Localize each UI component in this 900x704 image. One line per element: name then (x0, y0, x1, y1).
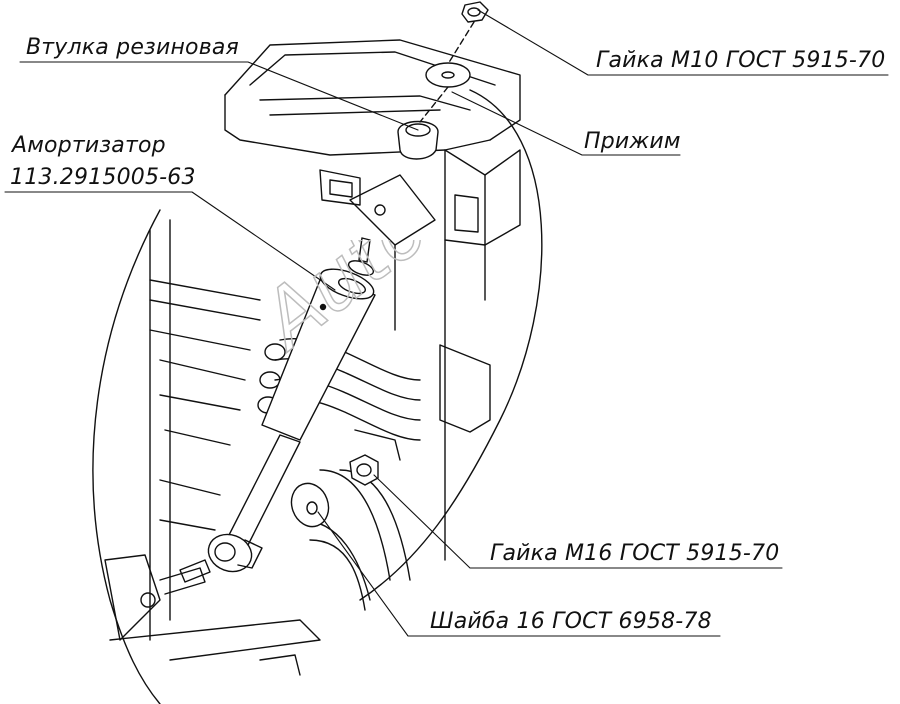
label-nut-m10: Гайка М10 ГОСТ 5915-70 (596, 48, 886, 73)
watermark-text: AutoSoft (250, 240, 569, 360)
leader-lines (4, 9, 889, 637)
clamp-shape (397, 120, 439, 160)
detail-boundary-left (92, 209, 161, 704)
detail-boundary-right (359, 89, 543, 601)
leader-bushing (19, 61, 419, 131)
label-clamp: Прижим (584, 129, 681, 154)
label-bushing: Втулка резиновая (26, 35, 239, 60)
label-shock-part-number: 113.2915005-63 (10, 165, 196, 190)
leader-clamp (451, 91, 681, 156)
top-hardware (397, 1, 489, 160)
washer-16-shape (290, 482, 330, 528)
label-shock-name: Амортизатор (12, 133, 166, 158)
left-frame (104, 219, 321, 676)
bushing-shape (425, 62, 471, 88)
nut-m10-shape (461, 1, 489, 23)
shock-absorber (179, 237, 376, 583)
upper-bracket (224, 39, 521, 561)
leader-nut-m10 (477, 9, 889, 76)
watermark: AutoSoft (250, 240, 569, 360)
leader-shock (4, 191, 336, 291)
leader-nut-m16 (373, 474, 783, 569)
label-nut-m16: Гайка М16 ГОСТ 5915-70 (490, 541, 780, 566)
label-washer-16: Шайба 16 ГОСТ 6958-78 (430, 609, 712, 634)
lower-hardware (290, 454, 379, 528)
nut-m16-shape (349, 454, 379, 486)
leader-washer (317, 511, 721, 637)
